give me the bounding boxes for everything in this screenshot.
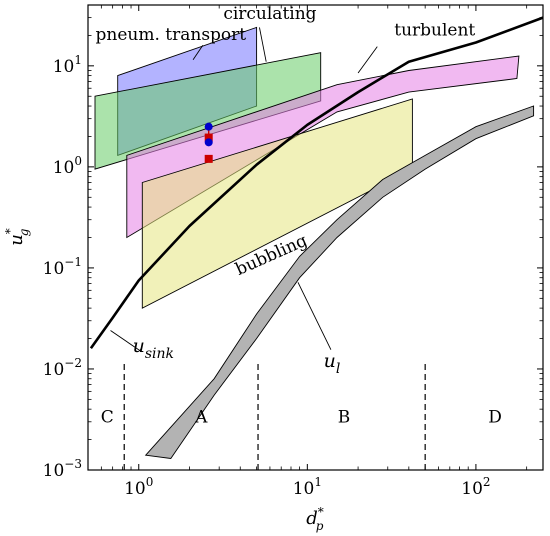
y-tick-label: 10−1	[43, 255, 82, 279]
y-tick-label: 100	[53, 154, 82, 178]
x-tick-label: 100	[124, 475, 153, 499]
y-tick-label: 10−2	[43, 356, 82, 380]
curve-u-sink	[89, 16, 544, 350]
boundaries-layer	[123, 362, 426, 470]
marker-square-4	[204, 154, 213, 163]
class-label-b: B	[338, 407, 351, 427]
annotation-circulating-leader	[259, 27, 267, 62]
regions-layer	[94, 26, 520, 309]
class-label-d: D	[488, 407, 502, 427]
class-label-c: C	[101, 407, 114, 427]
y-axis-title-sub: g	[17, 228, 31, 236]
plot-area: pneum. transportcirculatingturbulentbubb…	[87, 4, 544, 471]
x-axis-title: d*p	[306, 505, 324, 533]
y-tick-label: 10−3	[43, 457, 82, 481]
band-u-l	[144, 105, 535, 459]
y-axis-title-base: u	[6, 234, 27, 246]
annotation-u-l-leader	[297, 282, 332, 350]
marker-square-2	[204, 133, 213, 142]
x-tick-label: 101	[293, 475, 322, 499]
annotation-turbulent-label: turbulent	[394, 20, 475, 40]
annotation-pneum-transport-leader	[192, 44, 204, 60]
annotation-turbulent-leader	[357, 46, 378, 74]
bands-layer	[144, 105, 535, 459]
annotation-pneum-transport-label: pneum. transport	[96, 25, 247, 45]
markers-layer	[204, 122, 213, 163]
y-axis-title-sup: *	[3, 228, 17, 234]
marker-circle-3	[204, 138, 213, 147]
marker-circle-1	[204, 122, 213, 131]
x-axis-title-sub: p	[316, 519, 324, 533]
annotation-u-l-label: ul	[324, 350, 341, 377]
annotation-circulating-label: circulating	[223, 4, 316, 24]
x-axis-title-sup: *	[318, 505, 324, 519]
annotation-u-sink-leader	[110, 330, 142, 353]
axis-titles: d*p u*g	[3, 228, 324, 533]
class-label-a: A	[194, 407, 208, 427]
x-axis-title-base: d	[306, 508, 318, 529]
y-axis-title-group: u*g	[3, 228, 31, 246]
curves-layer	[89, 16, 544, 350]
y-axis-title: u*g	[3, 228, 31, 246]
annotation-u-sink-label: usink	[133, 335, 174, 362]
y-tick-label: 101	[53, 53, 82, 77]
axis-ticks: 100 101 102 10−3 10−2 10−1 100 101	[43, 4, 543, 499]
x-tick-label: 102	[461, 475, 490, 499]
